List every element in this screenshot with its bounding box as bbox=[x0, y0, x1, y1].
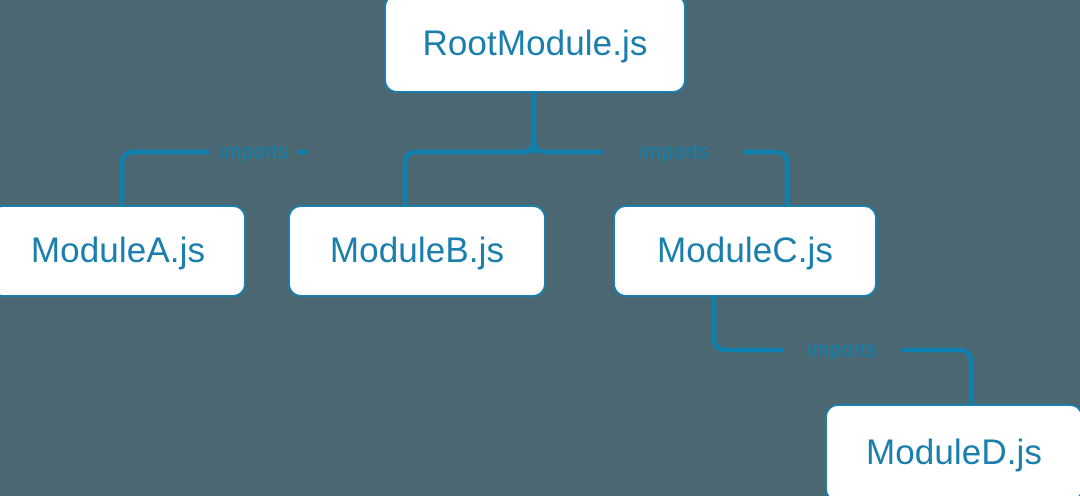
node-label: ModuleC.js bbox=[656, 231, 834, 270]
edge-root-trunk bbox=[402, 90, 537, 210]
edge-label-module-c-to-module-d: imports bbox=[797, 339, 887, 361]
node-label: RootModule.js bbox=[422, 23, 648, 63]
node-module-d[interactable]: ModuleD.js bbox=[825, 404, 1080, 496]
node-label: ModuleA.js bbox=[30, 231, 206, 270]
edge-label-root-to-module-c: imports bbox=[629, 141, 719, 163]
edge-moduleC-to-moduleD-tail bbox=[900, 347, 974, 409]
node-label: ModuleD.js bbox=[865, 433, 1043, 472]
node-module-a[interactable]: ModuleA.js bbox=[0, 205, 246, 297]
edge-bus-left bbox=[119, 149, 308, 210]
node-module-c[interactable]: ModuleC.js bbox=[613, 205, 877, 297]
node-label: ModuleB.js bbox=[329, 231, 505, 270]
edge-root-to-moduleC bbox=[743, 149, 790, 210]
node-root-module[interactable]: RootModule.js bbox=[384, 0, 686, 93]
edge-moduleC-to-moduleD bbox=[711, 294, 785, 353]
edge-label-root-to-module-a: imports bbox=[209, 141, 299, 163]
edge-bus-right-inner bbox=[531, 137, 604, 155]
node-module-b[interactable]: ModuleB.js bbox=[288, 205, 546, 297]
